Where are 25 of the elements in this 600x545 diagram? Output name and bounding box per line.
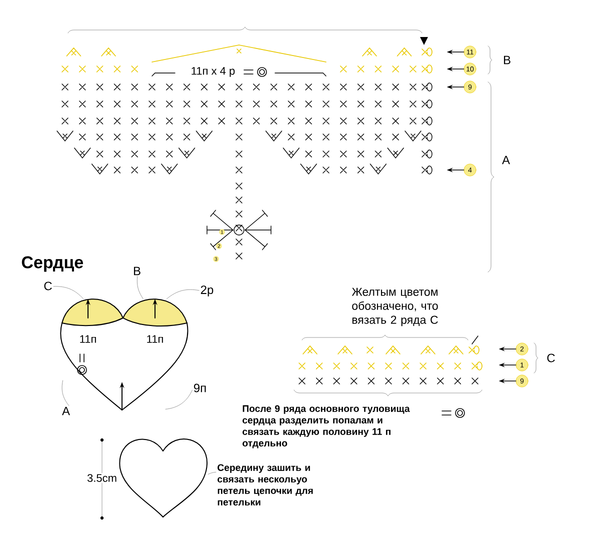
dimension-label: 3.5cm [86, 473, 118, 483]
note-text: Желтым цветом обозначено, что вязать 2 ряда С [352, 288, 438, 326]
brace-label: A [502, 156, 510, 164]
note-text: Середину зашить и связать нескольуо петель цепочки для петельки [218, 464, 313, 506]
heart-lobe [62, 298, 124, 326]
brace-label: C [547, 354, 555, 362]
title: Сердце [22, 256, 84, 272]
leader-line [62, 380, 70, 406]
heart-lobe [122, 298, 188, 326]
part-label: A [62, 406, 70, 416]
part-label: B [134, 266, 140, 276]
part-label: 2р [200, 286, 214, 296]
leader-line [53, 286, 84, 299]
part-label: C [44, 282, 52, 290]
stitch-count-label: 11п [147, 335, 163, 343]
stitch-count-label: 11п [80, 335, 96, 343]
brace-label: B [504, 56, 510, 64]
heart-outline [119, 438, 208, 518]
leader-line [136, 276, 144, 299]
note-text: После 9 ряда основного туловища сердца разделить попалам и связать каждую половину 11 п отдельно [242, 405, 410, 448]
stitch-count-label: 11п x 4 р [190, 66, 236, 78]
leader-line [208, 472, 216, 474]
leader-line [166, 289, 200, 299]
leader-line [165, 390, 192, 410]
part-label: 9п [194, 384, 206, 392]
